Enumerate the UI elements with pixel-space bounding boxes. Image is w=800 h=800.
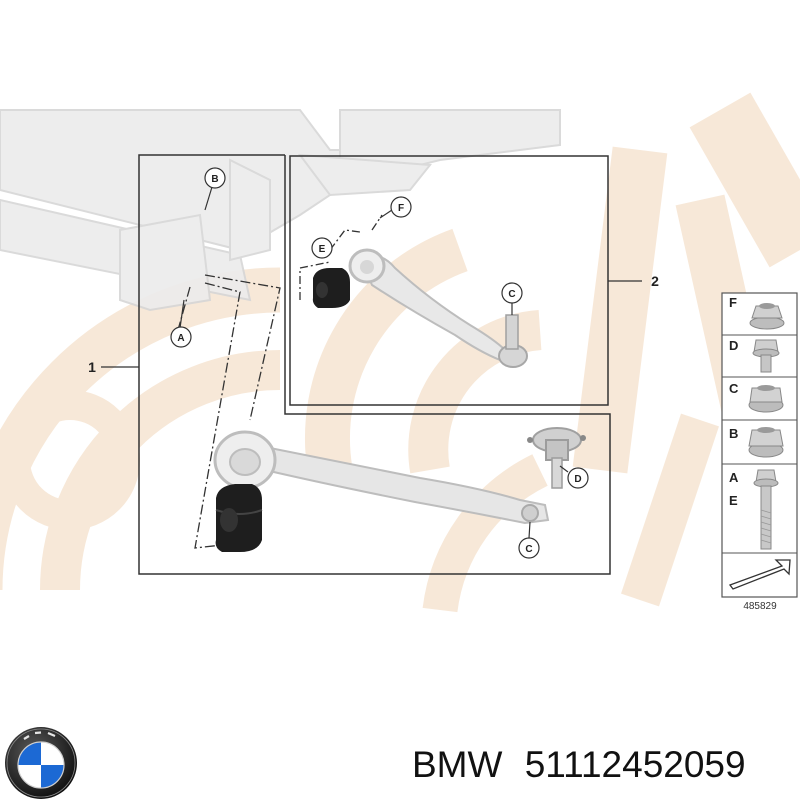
rubber-bushing-lower [215,484,263,552]
svg-text:F: F [398,203,404,214]
flange-nut-icon [749,303,785,330]
lock-nut-icon [748,385,784,413]
ball-joint-lower [527,427,586,489]
assembly-label-2: 2 [651,273,659,289]
fastener-legend: F D C B A E [721,292,798,612]
hex-nut-icon [748,427,784,458]
upper-control-arm [348,248,528,368]
dash-guides-2 [299,214,383,300]
assembly-1-frame [138,154,611,575]
dash-guides-1 [177,274,281,549]
bmw-logo [5,727,77,799]
legend-letter-f: F [729,295,737,310]
part-caption: BMW 51112452059 [412,740,792,790]
legend-letter-d: D [729,338,738,353]
callout-c-upper: C [501,282,523,315]
assembly-label-1: 1 [88,359,96,375]
brand-name: BMW [412,744,503,785]
subframe-background [0,109,561,312]
legend-letter-c: C [729,381,739,396]
svg-text:E: E [319,244,326,255]
diagram-number: 485829 [743,601,777,612]
callout-d: D [559,465,589,489]
svg-text:D: D [574,474,581,485]
watermark-background [0,92,800,613]
svg-text:C: C [508,289,515,300]
legend-letter-e: E [729,493,738,508]
part-number: 51112452059 [524,744,746,785]
diagram-arrow-icon [728,559,791,590]
callout-b: B [204,167,226,211]
svg-text:A: A [177,333,184,344]
callout-f: F [379,196,412,219]
callout-e: E [311,237,333,259]
long-bolt-icon [753,469,779,550]
flange-bolt-icon [752,339,780,373]
callout-c-lower: C [518,521,540,559]
svg-text:B: B [211,174,218,185]
svg-text:C: C [525,544,532,555]
legend-letter-b: B [729,426,738,441]
rubber-bushing-upper [312,268,350,308]
callout-a: A [170,299,192,348]
legend-letter-a: A [729,470,739,485]
